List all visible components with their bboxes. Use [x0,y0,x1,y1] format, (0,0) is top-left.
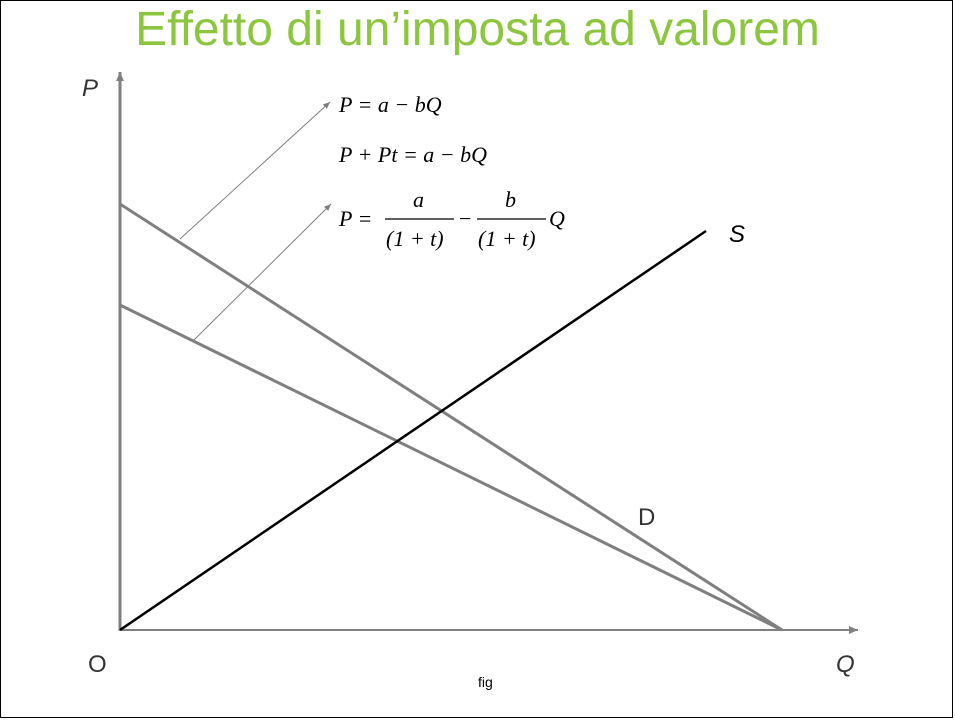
formula-taxed-demand: P = a (1 + t) − b (1 + t) Q [338,187,565,251]
formula-numerator-a: a [413,187,424,212]
supply-label: S [729,221,745,248]
demand-curve-original [119,202,783,632]
formula-q: Q [549,206,565,231]
formula-denominator-1: (1 + t) [386,226,444,251]
figure-caption: fig [478,674,493,690]
formula-numerator-b: b [505,187,516,212]
supply-curve [119,229,707,632]
pointer-arrow-taxed [192,203,332,342]
pointer-arrow-original [179,101,331,240]
slide-title: Effetto di un’imposta ad valorem [135,3,820,56]
demand-label: D [638,504,655,531]
origin-label: O [88,651,107,678]
demand-curve-taxed [119,303,783,632]
y-axis-label: P [82,75,98,102]
x-axis-label: Q [836,651,855,678]
formula-demand: P = a − bQ [338,92,442,117]
formula-minus: − [459,206,471,231]
formula-tax: P + Pt = a − bQ [338,142,487,167]
formula-lhs: P = [338,206,372,231]
formula-denominator-2: (1 + t) [478,226,536,251]
